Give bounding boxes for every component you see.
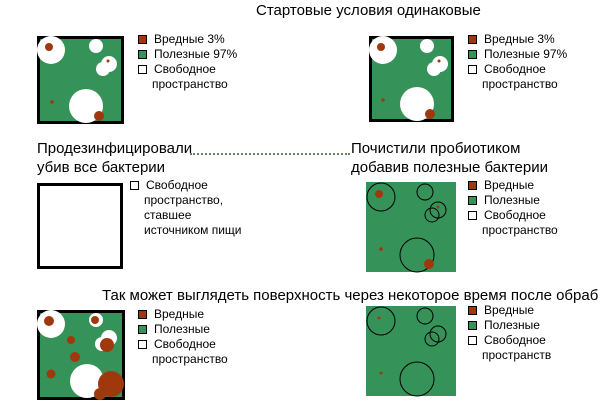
harmful-bacterium: [94, 388, 106, 400]
colonized-circle: [399, 237, 435, 273]
harmful-bacterium: [379, 247, 383, 251]
free-space-circle: [420, 39, 434, 53]
free-space-circle: [89, 39, 103, 53]
legend-probiotic: Вредные Полезные Свободное пространство: [468, 178, 558, 238]
harmful-bacterium: [436, 205, 440, 209]
legend-start-left: Вредные 3% Полезные 97% Свободное простр…: [138, 32, 237, 92]
heading-later: Так может выглядеть поверхность через не…: [102, 287, 599, 304]
harmful-bacterium: [379, 371, 383, 375]
harmful-bacterium: [45, 43, 53, 51]
harmful-bacterium: [437, 59, 441, 63]
beneficial-swatch: [468, 321, 477, 330]
harmful-swatch: [138, 310, 147, 319]
harmful-swatch: [138, 35, 147, 44]
panel-start-left: [37, 36, 124, 124]
heading-start-conditions: Стартовые условия одинаковые: [256, 2, 481, 19]
beneficial-swatch: [138, 50, 147, 59]
beneficial-swatch: [138, 325, 147, 334]
heading-disinfected-1: Продезинфицировали: [37, 140, 193, 157]
free-swatch: [138, 340, 147, 349]
legend-later-right: Вредные Полезные Свободное пространств: [468, 303, 551, 363]
colonized-circle: [366, 182, 396, 212]
harmful-bacterium: [94, 111, 104, 121]
free-swatch: [468, 65, 477, 74]
free-space-circle: [70, 364, 104, 398]
free-space-circle: [427, 62, 441, 76]
harmful-bacterium: [46, 369, 56, 379]
colonized-circle: [366, 306, 396, 336]
surface-beneficial: [366, 182, 456, 272]
harmful-bacterium: [67, 336, 75, 344]
harmful-bacterium: [44, 316, 54, 326]
free-swatch: [468, 336, 477, 345]
harmful-bacterium: [70, 352, 80, 362]
free-swatch: [130, 181, 139, 190]
colonized-circle: [416, 183, 434, 201]
spellcheck-underline: [190, 153, 350, 155]
legend-disinfected: Свободное пространство, ставшее источник…: [130, 178, 241, 238]
surface-beneficial: [366, 306, 456, 396]
harmful-bacterium: [377, 316, 381, 320]
panel-disinfected: [37, 183, 123, 269]
harmful-bacterium: [100, 338, 114, 352]
harmful-swatch: [468, 35, 477, 44]
harmful-swatch: [468, 181, 477, 190]
free-swatch: [138, 65, 147, 74]
legend-start-right: Вредные 3% Полезные 97% Свободное простр…: [468, 32, 567, 92]
harmful-bacterium: [424, 259, 434, 269]
beneficial-swatch: [468, 50, 477, 59]
heading-disinfected-2: убив все бактерии: [37, 159, 166, 176]
harmful-bacterium: [425, 109, 435, 119]
colonized-circle: [424, 207, 440, 223]
harmful-bacterium: [91, 316, 99, 324]
heading-probiotic-2: добавив полезные бактерии: [351, 159, 548, 176]
harmful-bacterium: [106, 59, 110, 63]
legend-later-left: Вредные Полезные Свободное пространство: [138, 307, 228, 367]
panel-later-right: [366, 306, 456, 397]
harmful-swatch: [468, 306, 477, 315]
harmful-bacterium: [377, 43, 385, 51]
free-swatch: [468, 211, 477, 220]
beneficial-swatch: [468, 196, 477, 205]
harmful-bacterium: [50, 100, 54, 104]
harmful-bacterium: [381, 98, 385, 102]
colonized-circle: [399, 361, 435, 397]
panel-later-left: [37, 310, 125, 400]
free-space-circle: [96, 62, 110, 76]
panel-start-right: [369, 36, 454, 122]
harmful-bacterium: [375, 190, 383, 198]
colonized-circle: [416, 307, 434, 325]
heading-probiotic-1: Почистили пробиотиком: [351, 140, 521, 157]
panel-probiotic: [366, 182, 456, 273]
surface-empty: [37, 183, 123, 269]
colonized-circle: [424, 331, 440, 347]
